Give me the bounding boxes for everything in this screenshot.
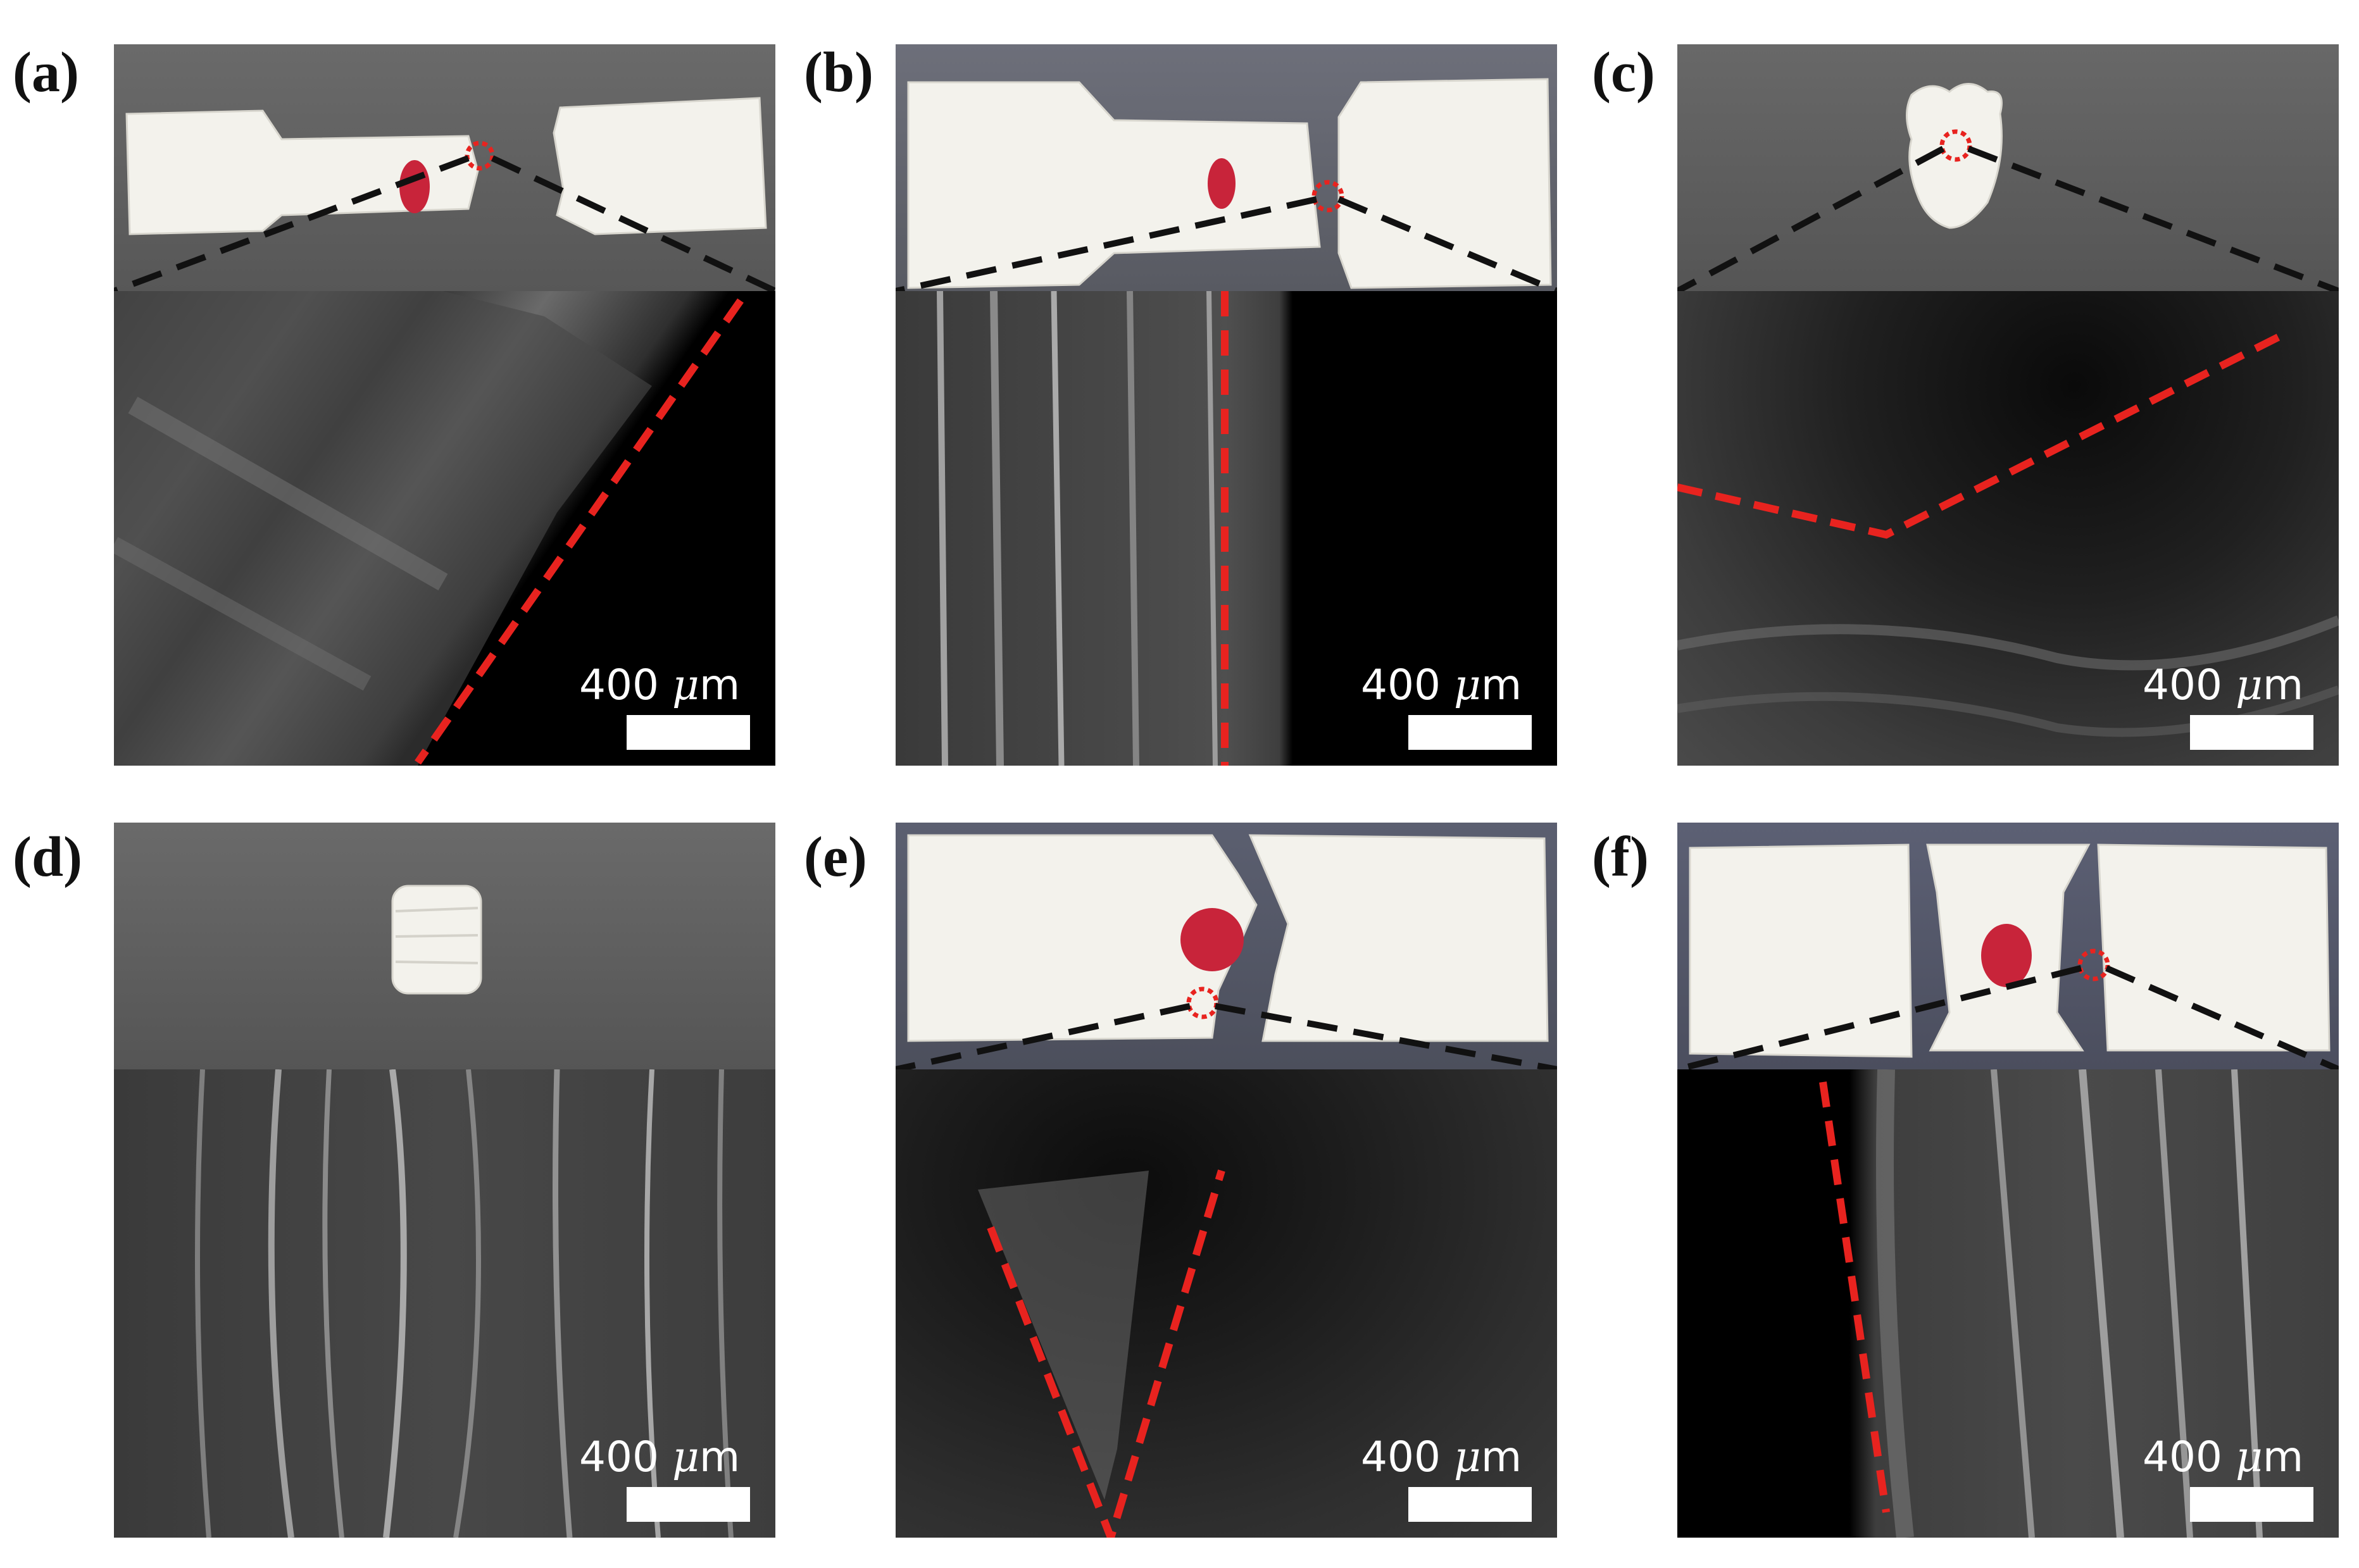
fracture-line [1677, 332, 2284, 539]
scale-bar [2190, 1487, 2313, 1522]
fiber-overlay [195, 1069, 734, 1538]
fracture-overlay [937, 291, 1229, 766]
fracture-line [415, 298, 744, 765]
specimen-drawing [391, 885, 482, 995]
fracture-overlay [978, 1169, 1225, 1538]
panel-c: (c) 400 μm [1563, 0, 2359, 778]
specimen-photo [896, 823, 1557, 1069]
fracture-overlay [1819, 1069, 2263, 1538]
panel-f: (f) 400 μm [1563, 778, 2359, 1568]
micrograph: 400 μm [1677, 291, 2339, 766]
micrograph: 400 μm [114, 1069, 775, 1538]
specimen-drawing [114, 97, 775, 291]
scale-bar [1408, 1487, 1532, 1522]
micrograph: 400 μm [114, 291, 775, 766]
panel-a: (a) 400 μm [0, 0, 785, 778]
panel-d: (d) 400 μm [0, 778, 785, 1568]
scale-label: 400 μm [1361, 661, 1522, 709]
fracture-line [1819, 1081, 1890, 1513]
marker-dot [1981, 924, 2032, 987]
panel-label: (d) [13, 826, 82, 888]
specimen-photo [1677, 823, 2339, 1069]
micrograph: 400 μm [1677, 1069, 2339, 1538]
specimen-drawing [1677, 843, 2339, 1069]
scale-bar [1408, 715, 1532, 750]
panel-label: (c) [1592, 41, 1655, 104]
panel-label: (a) [13, 41, 79, 104]
panel-b: (b) 400 μm [785, 0, 1563, 778]
scale-bar [627, 715, 750, 750]
scale-bar [627, 1487, 750, 1522]
specimen-photo [1677, 44, 2339, 291]
scale-label: 400 μm [2143, 661, 2304, 709]
specimen-photo [114, 44, 775, 291]
marker-dot [1180, 908, 1244, 971]
specimen-drawing [896, 834, 1557, 1069]
scale-bar [2190, 715, 2313, 750]
marker-dot [1208, 158, 1236, 209]
specimen-photo [896, 44, 1557, 291]
specimen-drawing [896, 78, 1557, 291]
specimen-photo [114, 823, 775, 1069]
specimen-drawing [1677, 83, 2339, 291]
micrograph: 400 μm [896, 291, 1557, 766]
scale-label: 400 μm [1361, 1433, 1522, 1481]
panel-label: (f) [1592, 826, 1649, 888]
fracture-overlay [114, 291, 744, 766]
scale-label: 400 μm [2143, 1433, 2304, 1481]
panel-label: (b) [804, 41, 873, 104]
scale-label: 400 μm [579, 661, 741, 709]
micrograph: 400 μm [896, 1069, 1557, 1538]
marker-dot [399, 160, 430, 213]
panel-e: (e) 400 μm [785, 778, 1563, 1568]
scale-label: 400 μm [579, 1433, 741, 1481]
panel-label: (e) [804, 826, 867, 888]
